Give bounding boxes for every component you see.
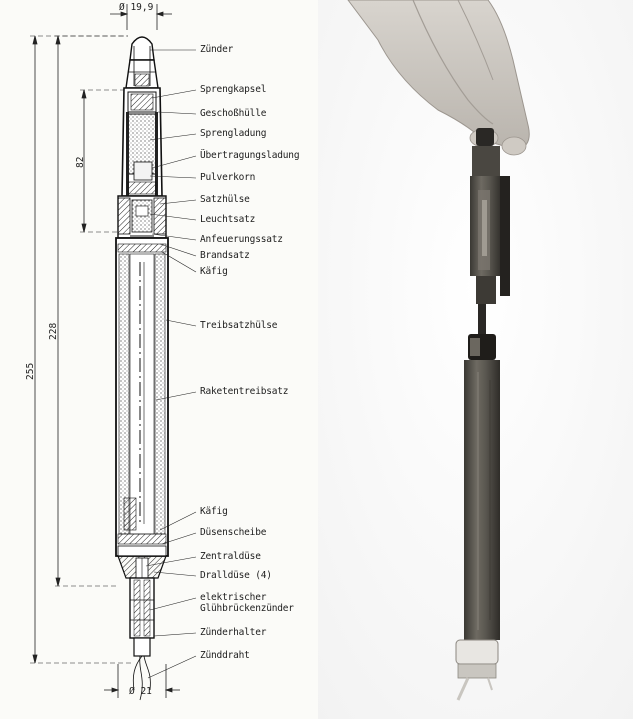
bottom-diameter-text: Ø 21 [129, 686, 152, 697]
igniter-holder [129, 577, 155, 657]
photo-fuze-train [468, 276, 496, 360]
label-zuenddraht: Zünddraht [200, 650, 250, 661]
length-228-text: 228 [48, 322, 59, 340]
projectile-body [121, 87, 163, 197]
label-zentralduese: Zentraldüse [200, 551, 261, 562]
label-dralldüse: Dralldüse (4) [200, 570, 272, 581]
length-255-text: 255 [25, 362, 36, 380]
label-geschosshuelle: Geschoßhülle [200, 108, 267, 119]
technical-drawing-panel: Ø 19,9 Ø 21 82 228 255 Zünder Sprengkaps… [25, 2, 300, 701]
rocket-cross-section-drawing [30, 4, 197, 701]
top-diameter-text: Ø 19,9 [119, 2, 154, 13]
photo-motor-tube [464, 360, 500, 640]
label-zuender: Zünder [200, 44, 234, 55]
label-treibsatzhuelse: Treibsatzhülse [200, 320, 278, 331]
leader-lines [145, 49, 197, 679]
label-gluehbrueckenzuender: Glühbrückenzünder [200, 603, 294, 614]
photograph-panel [318, 0, 633, 719]
rocket-photograph [318, 0, 633, 719]
length-82-text: 82 [75, 156, 86, 168]
label-duesenscheibe: Düsenscheibe [200, 527, 267, 538]
nozzle-assembly [117, 555, 167, 579]
rocket-motor-tube [115, 237, 169, 557]
label-brandsatz: Brandsatz [200, 250, 250, 261]
label-pulverkorn: Pulverkorn [200, 172, 256, 183]
length-dimension-lines [32, 35, 87, 664]
photo-projectile [470, 128, 510, 296]
ignition-wires [132, 655, 151, 701]
tracer-section [117, 195, 167, 239]
label-raketentreibsatz: Raketentreibsatz [200, 386, 289, 397]
label-sprengladung: Sprengladung [200, 128, 267, 139]
label-elektrischer: elektrischer [200, 592, 267, 603]
label-kaefig-bottom: Käfig [200, 506, 228, 517]
label-uebertragungsladung: Übertragungsladung [200, 150, 300, 161]
label-satzhuelse: Satzhülse [200, 194, 250, 205]
label-anfeuerungssatz: Anfeuerungssatz [200, 234, 283, 245]
length-extension-lines [30, 35, 132, 664]
top-diameter-dimension [110, 4, 172, 30]
photo-base [455, 639, 499, 701]
label-sprengkapsel: Sprengkapsel [200, 84, 267, 95]
label-zuenderhalter: Zünderhalter [200, 627, 267, 638]
nose-fuze [125, 36, 159, 89]
label-leuchtsatz: Leuchtsatz [200, 214, 256, 225]
label-kaefig-top: Käfig [200, 266, 228, 277]
